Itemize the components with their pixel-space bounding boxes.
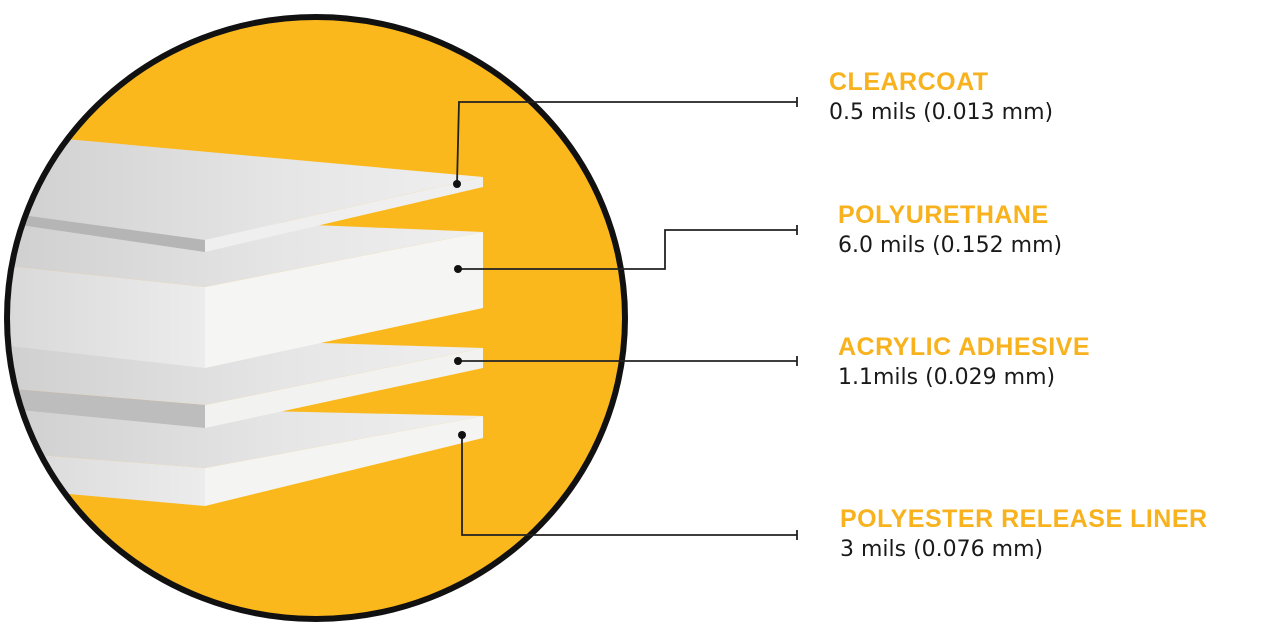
layer-label-release-liner: POLYESTER RELEASE LINER 3 mils (0.076 mm…: [840, 503, 1208, 565]
layer-label-clearcoat: CLEARCOAT 0.5 mils (0.013 mm): [829, 66, 1053, 128]
film-stack: [7, 133, 483, 506]
leader-line-polyurethane: [458, 229, 797, 270]
layer-label-acrylic-adhesive: ACRYLIC ADHESIVE 1.1mils (0.029 mm): [838, 331, 1090, 393]
leader-dot-polyurethane: [454, 265, 462, 273]
layer-thickness: 3 mils (0.076 mm): [840, 537, 1044, 562]
layer-thickness: 6.0 mils (0.152 mm): [838, 233, 1063, 258]
layer-thickness: 0.5 mils (0.013 mm): [829, 100, 1054, 125]
leader-dots: [453, 180, 466, 439]
leader-lines: [456, 97, 798, 540]
layer-name: CLEARCOAT: [829, 68, 989, 96]
leader-line-liner: [461, 435, 797, 536]
layer-name: POLYURETHANE: [838, 201, 1049, 229]
leader-dot-clearcoat: [453, 180, 461, 188]
layer-thickness: 1.1mils (0.029 mm): [838, 365, 1056, 390]
circle-outline: [4, 14, 628, 622]
layer-name: ACRYLIC ADHESIVE: [838, 333, 1091, 361]
leader-line-clearcoat: [456, 101, 797, 185]
layer-name: POLYESTER RELEASE LINER: [840, 505, 1208, 533]
leader-dot-acrylic: [454, 357, 462, 365]
layer-label-polyurethane: POLYURETHANE 6.0 mils (0.152 mm): [838, 199, 1062, 261]
leader-dot-liner: [458, 431, 466, 439]
clearcoat-layer: [7, 133, 483, 252]
